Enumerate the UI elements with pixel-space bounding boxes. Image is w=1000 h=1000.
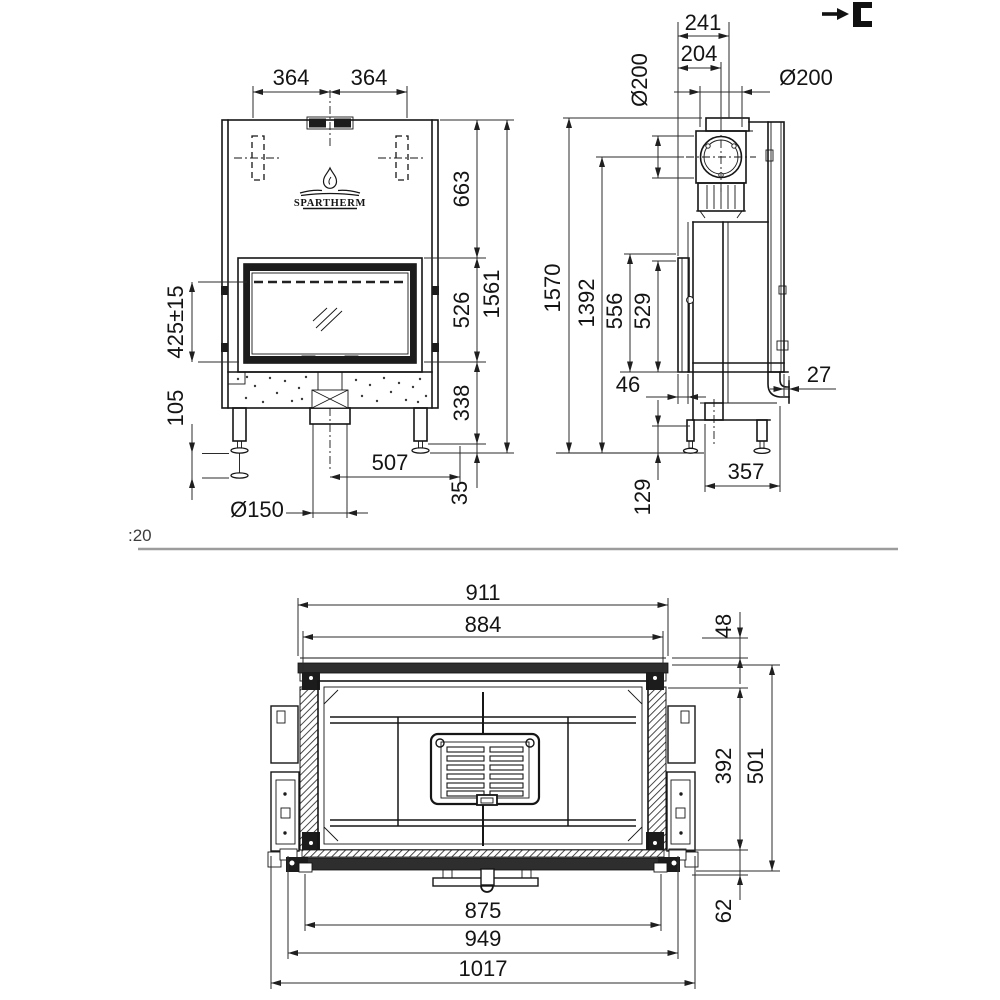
side-view: 241 204 Ø200 Ø200 1570 1392 556 529 46 2… xyxy=(540,10,836,515)
dim-plan-mid-width: 949 xyxy=(465,926,502,951)
dim-front-flue-offset: 507 xyxy=(372,450,409,475)
dim-front-door-height: 425±15 xyxy=(163,285,188,358)
dim-side-flue-diameter: Ø200 xyxy=(779,65,833,90)
plan-dimensions xyxy=(270,598,780,989)
dim-plan-inner-width: 884 xyxy=(465,612,502,637)
dim-side-back-offset: 46 xyxy=(616,372,640,397)
mounting-point-markers xyxy=(251,135,409,181)
dim-plan-total-depth: 501 xyxy=(743,748,768,785)
dim-front-total-height: 1561 xyxy=(479,270,504,319)
scale-note: :20 xyxy=(128,526,152,545)
bracket-bolts xyxy=(283,792,683,835)
dim-plan-front-depth: 48 xyxy=(711,614,736,638)
front-centerlines xyxy=(234,90,426,472)
scale-footer: :20 xyxy=(128,526,898,551)
dim-side-glass-inner: 529 xyxy=(630,293,655,330)
brand-logo: SPARTHERM xyxy=(294,166,366,210)
side-body-outline xyxy=(677,117,790,442)
front-dark-parts xyxy=(221,118,439,363)
dim-side-floor-clearance: 129 xyxy=(630,479,655,516)
section-arrow-icon xyxy=(822,2,872,27)
dim-plan-total-width: 1017 xyxy=(459,956,508,981)
dim-plan-body-depth: 392 xyxy=(711,748,736,785)
flame-icon xyxy=(322,166,338,189)
dim-front-glass-section: 526 xyxy=(449,292,474,329)
dim-plan-body-width: 875 xyxy=(465,898,502,923)
dim-side-total-height: 1570 xyxy=(540,264,565,313)
plan-side-walls xyxy=(299,686,667,851)
dim-side-flue-diameter-vertical: Ø200 xyxy=(627,53,652,107)
dim-front-top-section: 663 xyxy=(449,171,474,208)
dim-front-adjust-range: 105 xyxy=(163,390,188,427)
side-centerlines xyxy=(686,124,756,445)
dim-side-collar-depth: 241 xyxy=(685,10,722,35)
front-view: SPARTHERM 364 xyxy=(163,65,514,522)
dim-front-width-right: 364 xyxy=(351,65,388,90)
front-body-details xyxy=(227,116,423,518)
dim-side-front-offset: 27 xyxy=(807,362,831,387)
front-dimensions xyxy=(189,86,514,516)
dim-front-flue-diameter: Ø150 xyxy=(230,497,284,522)
plan-corner-bolts xyxy=(309,676,657,845)
convection-grille xyxy=(429,732,541,806)
plan-view: 911 884 48 392 501 62 875 949 1017 xyxy=(267,580,780,989)
plan-front-edge xyxy=(297,657,669,682)
dim-plan-frame-width: 911 xyxy=(465,580,500,605)
dim-side-glass-outer: 556 xyxy=(602,293,627,330)
plan-corner-blocks xyxy=(302,672,664,850)
side-feet xyxy=(682,447,771,455)
dim-side-base-depth: 357 xyxy=(728,459,765,484)
plan-chamber-details xyxy=(323,686,643,846)
plan-rear-rail xyxy=(267,848,699,893)
side-dimensions xyxy=(563,22,836,492)
brand-logo-text: SPARTHERM xyxy=(294,198,366,209)
base-speckles xyxy=(236,375,428,404)
dim-front-width-left: 364 xyxy=(273,65,310,90)
dim-side-flue-center-offset: 204 xyxy=(681,41,718,66)
dim-front-base-section: 338 xyxy=(449,385,474,422)
dim-side-flue-center-height: 1392 xyxy=(574,279,599,328)
dim-plan-rail-depth: 62 xyxy=(711,899,736,923)
dim-front-feet-height: 35 xyxy=(447,481,472,505)
front-feet xyxy=(230,447,430,479)
